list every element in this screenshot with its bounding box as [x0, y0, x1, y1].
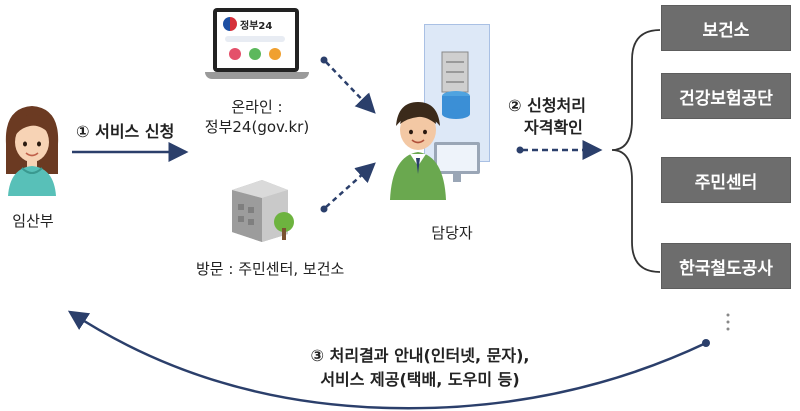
officer-avatar [390, 102, 480, 200]
gov24-logo-icon [223, 17, 237, 31]
agency-brace [611, 29, 661, 273]
online-arrow [325, 61, 376, 114]
woman-avatar [5, 106, 59, 196]
laptop-screen-title: 정부24 [240, 21, 273, 32]
more-dot [726, 313, 730, 317]
visit-arrow-dot [320, 205, 328, 213]
agency-box-korail: 한국철도공사 [662, 244, 790, 288]
visit-label: 방문 : 주민센터, 보건소 [196, 260, 345, 278]
step3-label-line2: 서비스 제공(택배, 도우미 등) [320, 370, 520, 389]
visit-arrow [325, 162, 376, 208]
step1-label: ① 서비스 신청 [76, 122, 175, 141]
more-dot [726, 327, 730, 331]
laptop-icon: 정부24 [205, 8, 309, 88]
pregnant-woman-label: 임산부 [12, 212, 54, 230]
officer-label: 담당자 [431, 224, 473, 242]
agency-box-community-center: 주민센터 [662, 158, 790, 202]
return-arrow [67, 310, 707, 410]
agency-box-health-center: 보건소 [662, 6, 790, 50]
step2-label-line2: 자격확인 [524, 118, 583, 137]
laptop-base [205, 72, 309, 79]
online-label-line1: 온라인 : [231, 98, 283, 116]
more-dot [726, 320, 730, 324]
server-icon [441, 51, 470, 119]
agency-box-nhis: 건강보험공단 [662, 74, 790, 118]
building-icon [232, 180, 294, 242]
online-arrow-dot [320, 56, 328, 64]
step2-arrow-dot [516, 146, 524, 154]
step3-label-line1: ③ 처리결과 안내(인터넷, 문자), [310, 346, 530, 365]
laptop-screen: 정부24 [213, 8, 299, 72]
online-label-line2: 정부24(gov.kr) [204, 118, 310, 136]
step2-label-line1: ② 신청처리 [508, 96, 586, 115]
